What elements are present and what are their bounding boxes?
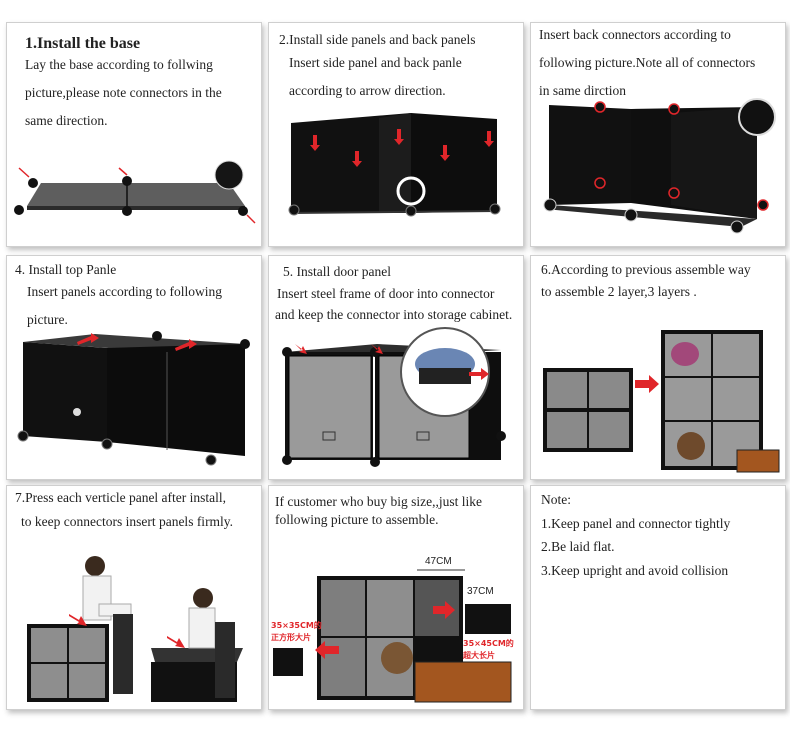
note-2: 2.Be laid flat.	[541, 539, 615, 554]
big-size-illustration	[273, 569, 512, 703]
step-1-line-2: picture,please note connectors in the	[25, 85, 222, 100]
small-panel-label: 35×35CM的	[271, 621, 322, 630]
step-8-line-2: following picture to assemble.	[275, 512, 439, 527]
step-2-title: 2.Install side panels and back panels	[279, 32, 476, 47]
depth-dimension-label: 37CM	[467, 586, 494, 597]
step-1-line-1: Lay the base according to follwing	[25, 57, 213, 72]
step-2-card: 2.Install side panels and back panels In…	[268, 22, 524, 247]
side-panels-illustration	[288, 113, 501, 217]
back-connectors-illustration	[543, 98, 776, 234]
base-illustration	[14, 160, 256, 224]
step-4-card: 4. Install top Panle Insert panels accor…	[6, 255, 262, 480]
step-6-line-1: 6.According to previous assemble way	[541, 262, 751, 277]
large-panel-label: 35×45CM的	[463, 639, 514, 648]
step-8-card: If customer who buy big size,,just like …	[268, 485, 524, 710]
step-5-line-1: Insert steel frame of door into connecto…	[277, 286, 495, 301]
multi-layer-illustration	[543, 330, 780, 473]
step-5-title: 5. Install door panel	[283, 264, 391, 279]
step-4-title: 4. Install top Panle	[15, 262, 117, 277]
step-7-card: 7.Press each verticle panel after instal…	[6, 485, 262, 710]
notes-title: Note:	[541, 492, 571, 507]
step-3-card: Insert back connectors according to foll…	[530, 22, 786, 247]
step-2-line-1: Insert side panel and back panle	[289, 55, 462, 70]
small-panel-label-2: 正方形大片	[271, 633, 311, 642]
step-7-line-2: to keep connectors insert panels firmly.	[21, 514, 234, 529]
step-5-card: 5. Install door panel Insert steel frame…	[268, 255, 524, 480]
step-7-line-1: 7.Press each verticle panel after instal…	[15, 490, 227, 505]
step-1-line-3: same direction.	[25, 113, 108, 128]
step-1-title: 1.Install the base	[25, 35, 141, 52]
step-6-line-2: to assemble 2 layer,3 layers .	[541, 284, 697, 299]
note-1: 1.Keep panel and connector tightly	[541, 516, 731, 531]
press-panels-illustration	[27, 556, 243, 702]
width-dimension-label: 47CM	[425, 556, 452, 567]
note-3: 3.Keep upright and avoid collision	[541, 563, 729, 578]
step-2-line-2: according to arrow direction.	[289, 83, 446, 98]
step-1-card: 1.Install the base Lay the base accordin…	[6, 22, 262, 247]
step-3-line-2: following picture.Note all of connectors	[539, 55, 756, 70]
notes-card: Note: 1.Keep panel and connector tightly…	[530, 485, 786, 710]
step-4-line-1: Insert panels according to following	[27, 284, 222, 299]
top-panel-illustration	[17, 331, 250, 466]
step-8-line-1: If customer who buy big size,,just like	[275, 494, 482, 509]
step-4-line-2: picture.	[27, 312, 68, 327]
step-3-line-1: Insert back connectors according to	[539, 27, 731, 42]
step-6-card: 6.According to previous assemble way to …	[530, 255, 786, 480]
step-3-line-3: in same dirction	[539, 83, 626, 98]
large-panel-label-2: 超大长片	[463, 651, 495, 660]
door-panel-illustration	[282, 327, 506, 467]
step-5-line-2: and keep the connector into storage cabi…	[275, 307, 513, 322]
